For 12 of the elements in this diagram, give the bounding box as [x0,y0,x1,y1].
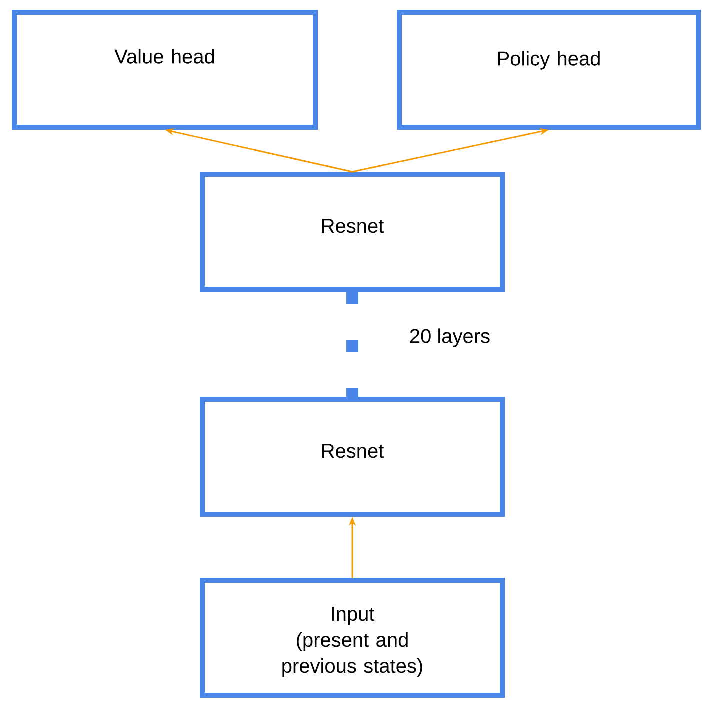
box-label: Resnet [322,444,384,458]
box-label: Input (present and previous states) [282,607,422,678]
process-box [12,10,318,130]
process-box [200,397,505,517]
dotted-connector [346,292,358,397]
edge-label: 20 layers [407,326,493,350]
process-box [200,172,505,292]
process-box [397,10,701,130]
box-label: Policy head [498,51,600,70]
box-label: Resnet [322,219,384,234]
process-box [200,578,505,698]
box-label: Value head [114,49,214,64]
